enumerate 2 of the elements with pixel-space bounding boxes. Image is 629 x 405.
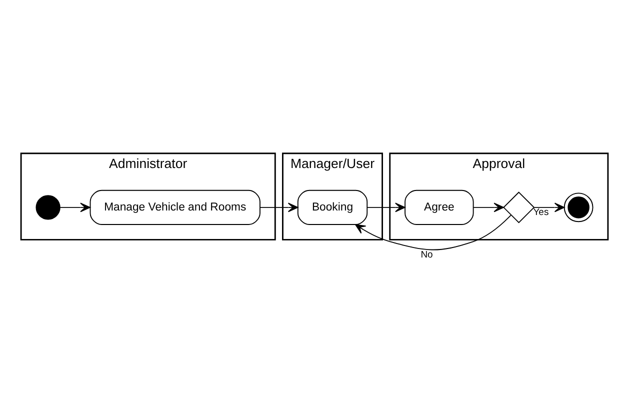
edge-label: No <box>420 248 433 260</box>
edge-label: Yes <box>533 206 549 218</box>
